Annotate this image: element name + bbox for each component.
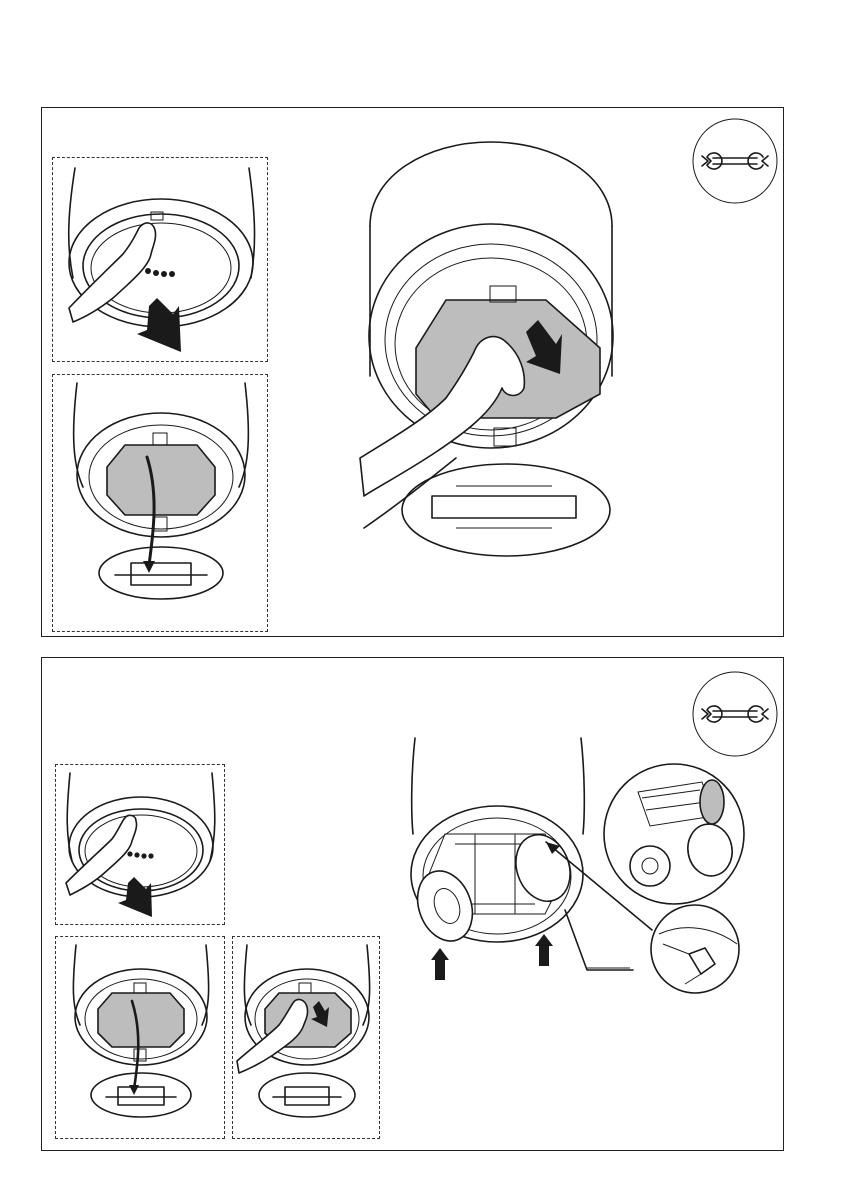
callout-lines: [0, 0, 842, 1190]
